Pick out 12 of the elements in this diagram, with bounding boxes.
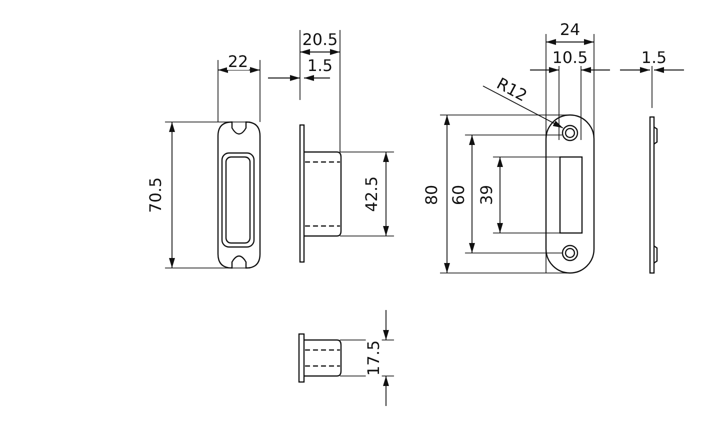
dimension-label: 60 <box>451 184 467 206</box>
dimension-label: 80 <box>424 184 440 206</box>
dimension-label: 1.5 <box>640 50 668 66</box>
dimension-label: 70.5 <box>148 176 164 214</box>
dimension-label: 24 <box>558 22 582 38</box>
dimension-label: 22 <box>226 54 250 70</box>
dimension-label: 10.5 <box>551 50 589 66</box>
dimension-label: 17.5 <box>366 339 382 377</box>
dimension-label: 1.5 <box>306 58 334 74</box>
dimension-label: 39 <box>479 184 495 206</box>
dimension-label: 42.5 <box>364 175 380 213</box>
dimension-label: 20.5 <box>301 32 339 48</box>
